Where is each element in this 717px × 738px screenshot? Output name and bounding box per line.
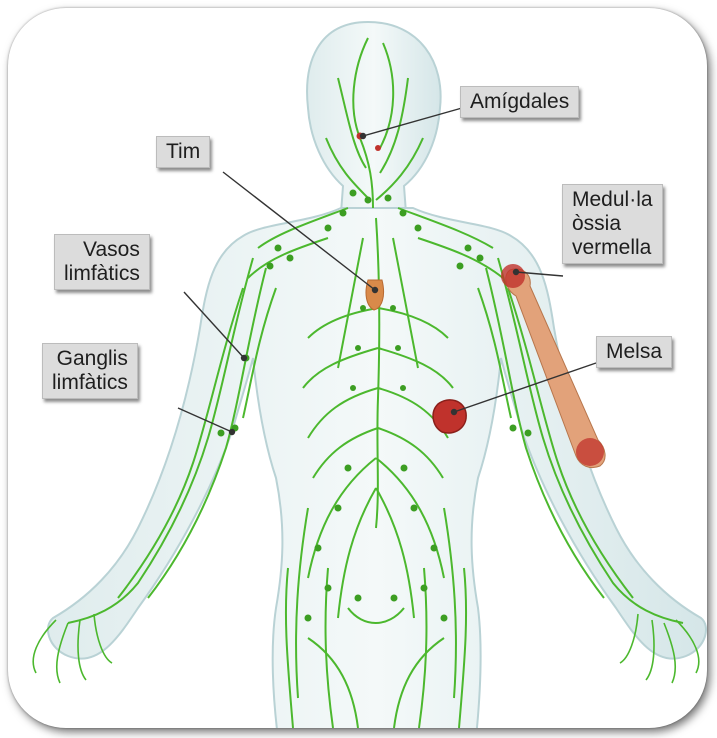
label-vasos-line2: limfàtics bbox=[64, 262, 140, 286]
label-amigdales: Amígdales bbox=[460, 86, 579, 118]
label-melsa: Melsa bbox=[596, 336, 672, 368]
label-medulla-line1: Medul·la bbox=[572, 188, 653, 212]
label-ganglis-line2: limfàtics bbox=[52, 371, 128, 395]
label-ganglis-line1: Ganglis bbox=[52, 347, 128, 371]
label-tim: Tim bbox=[156, 136, 210, 168]
label-medulla-line3: vermella bbox=[572, 236, 653, 260]
label-amigdales-text: Amígdales bbox=[470, 90, 569, 114]
label-medulla-line2: òssia bbox=[572, 212, 653, 236]
label-tim-text: Tim bbox=[166, 140, 200, 164]
label-ganglis-limfatics: Ganglis limfàtics bbox=[42, 343, 138, 399]
label-vasos-limfatics: Vasos limfàtics bbox=[54, 234, 150, 290]
label-melsa-text: Melsa bbox=[606, 340, 662, 364]
spleen bbox=[433, 400, 466, 433]
diagram-card: Amígdales Tim Vasos limfàtics Ganglis li… bbox=[8, 8, 707, 728]
label-medulla-ossia: Medul·la òssia vermella bbox=[562, 184, 663, 264]
label-vasos-line1: Vasos bbox=[64, 238, 140, 262]
